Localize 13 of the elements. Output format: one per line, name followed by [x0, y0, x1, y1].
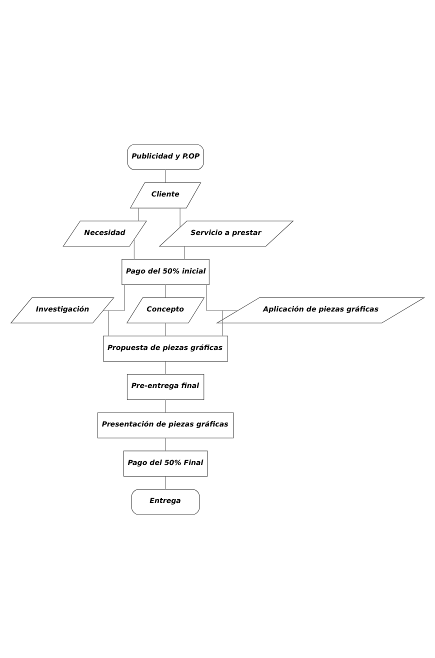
connector	[108, 310, 109, 336]
connector	[165, 169, 166, 182]
connector	[206, 284, 238, 310]
connector	[222, 310, 223, 336]
connector	[165, 398, 166, 412]
connector	[102, 284, 125, 310]
connector	[165, 284, 166, 298]
connector	[165, 360, 166, 374]
connector	[138, 207, 139, 221]
connector	[165, 437, 166, 451]
connector	[165, 322, 166, 336]
connector	[165, 476, 166, 489]
connector	[184, 246, 185, 259]
